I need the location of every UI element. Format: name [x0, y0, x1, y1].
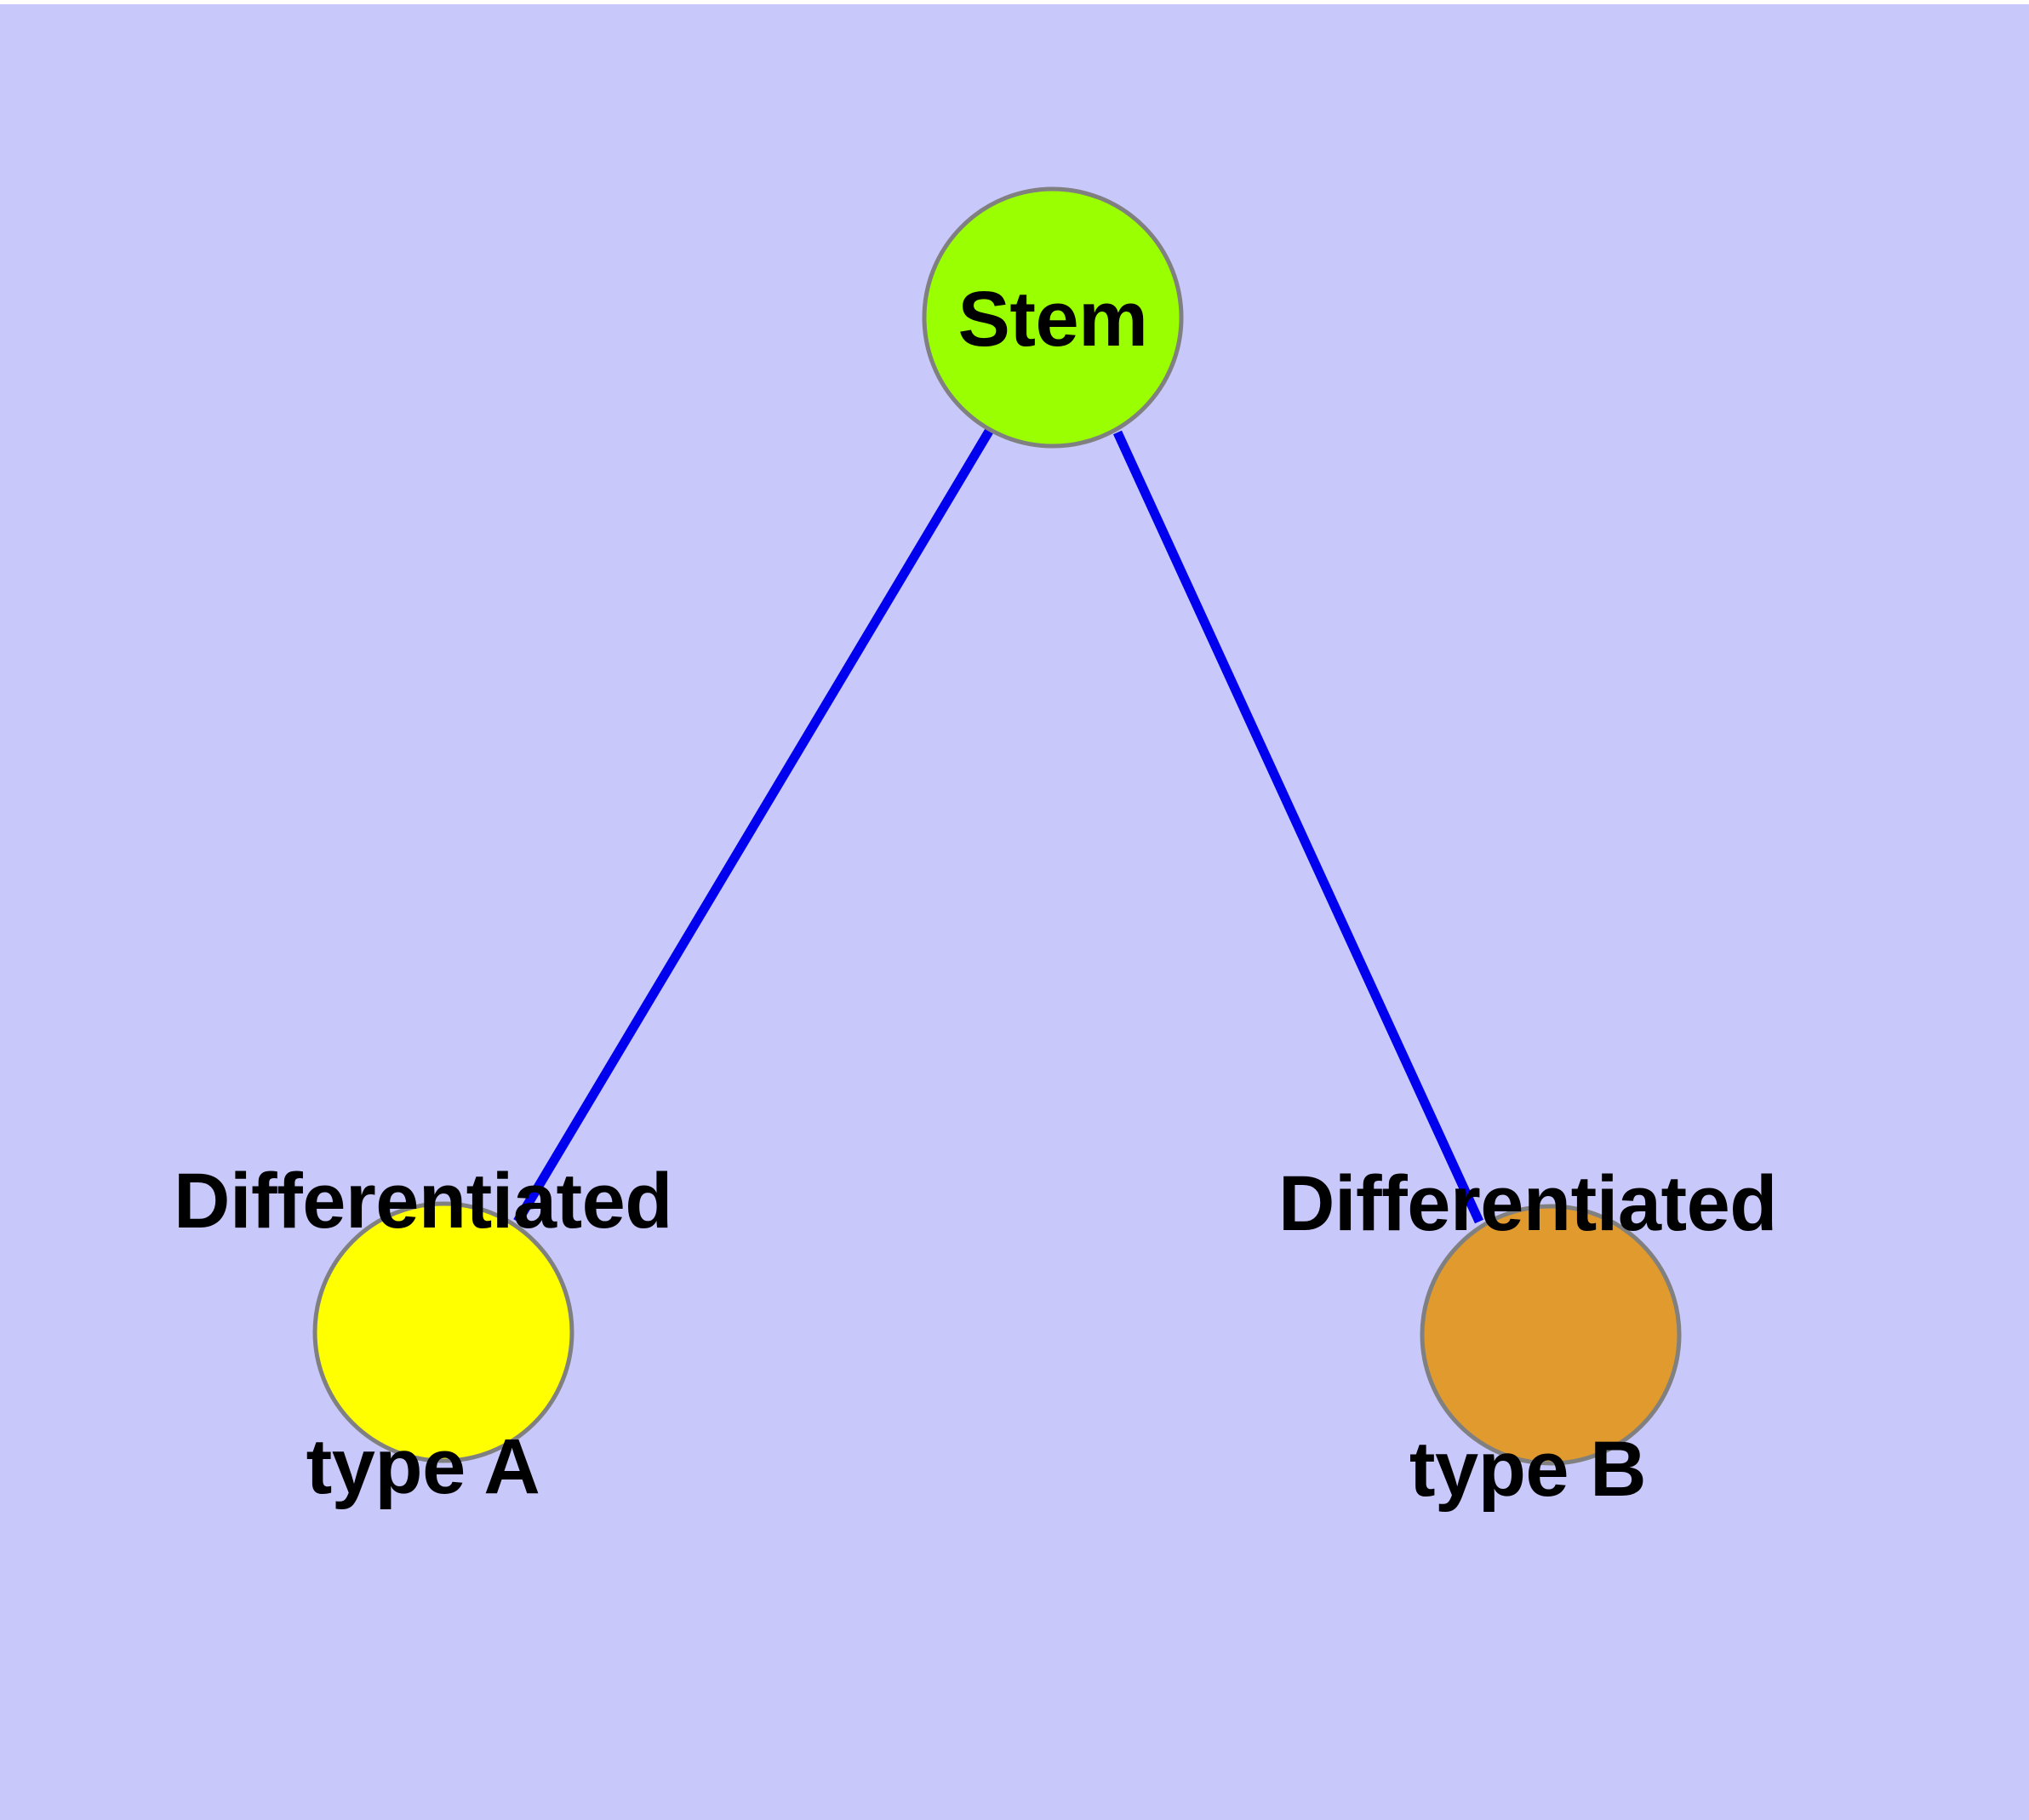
node-layer [312, 186, 1682, 1466]
edge-stem-to-diff-a[interactable] [513, 427, 994, 1224]
edge-layer [513, 427, 1483, 1224]
canvas-top-strip [0, 0, 2029, 4]
node-differentiated-type-b[interactable] [1420, 1204, 1682, 1466]
node-stem[interactable] [922, 186, 1184, 449]
node-differentiated-type-a[interactable] [312, 1201, 574, 1463]
edge-stem-to-diff-b[interactable] [1113, 430, 1483, 1224]
